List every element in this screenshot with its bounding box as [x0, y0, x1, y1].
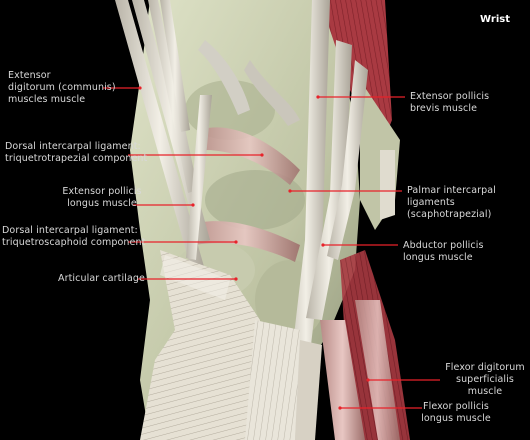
label-extensor-digitorum: Extensor digitorum (communis) muscles mu… — [8, 70, 116, 105]
label-flexor-digitorum-superficialis: Flexor digitorum superficialis muscle — [445, 362, 525, 397]
extensor-retinaculum — [140, 250, 322, 440]
label-abductor-pollicis-longus: Abductor pollicis longus muscle — [403, 240, 484, 263]
view-title: Wrist — [480, 14, 510, 25]
label-articular-cartilage: Articular cartilage — [58, 273, 145, 284]
label-flexor-pollicis-longus: Flexor pollicis longus muscle — [421, 401, 491, 424]
leader-dots — [138, 86, 370, 410]
flexor-muscles — [320, 250, 410, 440]
label-palmar-intercarpal: Palmar intercarpal ligaments (scaphotrap… — [407, 185, 496, 220]
label-dorsal-triquetroscaphoid: Dorsal intercarpal ligament: triquetrosc… — [2, 225, 146, 248]
label-extensor-pollicis-brevis: Extensor pollicis brevis muscle — [410, 91, 490, 114]
leader-lines — [103, 87, 440, 409]
extensor-digitorum-tendons — [115, 0, 212, 272]
label-dorsal-triquetrotrapezial: Dorsal intercarpal ligament: triquetrotr… — [5, 141, 148, 164]
label-extensor-pollicis-longus: Extensor pollicis longus muscle — [62, 186, 142, 209]
intercarpal-ligaments — [190, 40, 300, 262]
central-tendons — [282, 0, 368, 440]
